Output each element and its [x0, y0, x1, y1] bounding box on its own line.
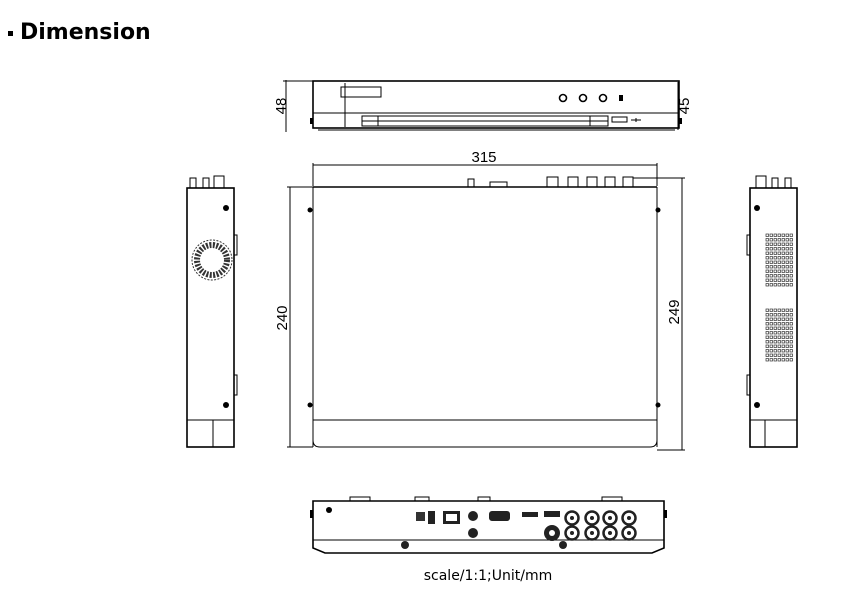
usb-port — [611, 116, 628, 123]
bnc-connectors — [564, 510, 637, 541]
front-view — [310, 80, 682, 131]
bullet-icon — [8, 31, 13, 36]
dimension-249: 249 — [633, 177, 685, 451]
dim-240-label: 240 — [274, 305, 291, 330]
dim-45-label: 45 — [676, 98, 693, 115]
display-window — [340, 86, 382, 98]
dimension-48: 48 — [273, 80, 313, 132]
dim-249-label: 249 — [666, 299, 683, 324]
usb-icon — [631, 118, 641, 122]
usb-rear-port — [544, 511, 560, 517]
vent-grid — [765, 233, 793, 362]
right-side-view — [746, 175, 798, 448]
scale-caption: scale/1:1;Unit/mm — [423, 568, 553, 584]
hdmi-port — [522, 512, 538, 517]
bnc-connector — [621, 510, 637, 526]
dim-48-label: 48 — [273, 98, 290, 115]
left-side-view — [186, 175, 238, 448]
bnc-connector — [564, 510, 580, 526]
top-view — [307, 176, 661, 448]
heading-text: Dimension — [20, 20, 151, 45]
bnc-connector — [602, 510, 618, 526]
section-heading: Dimension — [8, 20, 151, 45]
speaker-grille — [191, 239, 233, 281]
bnc-connector — [602, 525, 618, 541]
rear-view — [310, 496, 667, 554]
bnc-connector — [621, 525, 637, 541]
bnc-connector — [584, 525, 600, 541]
dimension-45: 45 — [676, 82, 693, 130]
dimension-240: 240 — [274, 186, 313, 448]
bnc-connector — [584, 510, 600, 526]
dim-315-label: 315 — [471, 149, 496, 166]
vga-port — [489, 511, 510, 521]
dimension-315: 315 — [312, 149, 658, 186]
bnc-connector — [564, 525, 580, 541]
